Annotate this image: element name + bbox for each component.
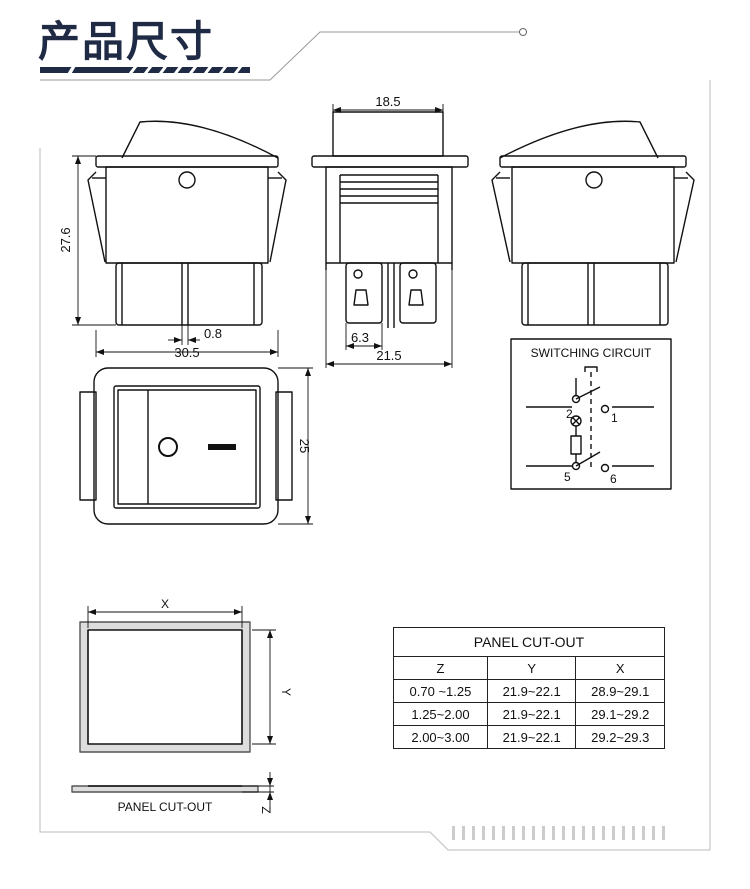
dim-body-width: 30.5: [174, 345, 199, 360]
front-face-view: [79, 367, 293, 525]
side-view-left: [87, 120, 287, 326]
header-decoration: [40, 28, 527, 81]
panel-cutout-table: PANEL CUT-OUT Z Y X 0.70 ~1.25 21.9~22.1…: [393, 627, 665, 749]
dimension-arrows: [75, 107, 452, 800]
table-cell: 0.70 ~1.25: [393, 679, 488, 703]
terminal-label: 5: [564, 470, 571, 484]
table-title: PANEL CUT-OUT: [393, 627, 665, 657]
table-cell: 2.00~3.00: [393, 725, 488, 749]
column-header: Y: [486, 656, 577, 680]
table-cell: 1.25~2.00: [393, 702, 488, 726]
off-symbol: [208, 444, 236, 450]
content-border: [39, 80, 711, 851]
cutout-caption: PANEL CUT-OUT: [118, 800, 213, 814]
table-cell: 29.2~29.3: [575, 725, 665, 749]
table-row: 2.00~3.00 21.9~22.1 29.2~29.3: [393, 725, 665, 749]
terminal-label: 1: [611, 411, 618, 425]
table-row: 0.70 ~1.25 21.9~22.1 28.9~29.1: [393, 679, 665, 703]
dim-front-height: 25: [297, 439, 312, 453]
table-row: 1.25~2.00 21.9~22.1 29.1~29.2: [393, 702, 665, 726]
table-cell: 28.9~29.1: [575, 679, 665, 703]
side-view-terminals: [311, 111, 469, 328]
circuit-title: SWITCHING CIRCUIT: [531, 346, 652, 360]
switching-circuit: [510, 338, 672, 490]
side-view-right: [491, 120, 695, 326]
table-cell: 21.9~22.1: [486, 702, 577, 726]
dim-depth: 21.5: [376, 348, 401, 363]
panel-cutout-drawing: [71, 606, 276, 812]
dim-pin-pitch: 6.3: [351, 330, 369, 345]
footer-decoration: [452, 826, 665, 840]
cutout-x-label: X: [161, 597, 169, 611]
terminal-label: 2: [566, 407, 573, 421]
column-header: X: [575, 656, 665, 680]
dim-top-width: 18.5: [375, 94, 400, 109]
terminal-label: 6: [610, 472, 617, 486]
table-cell: 21.9~22.1: [486, 679, 577, 703]
page-title: 产品尺寸: [38, 17, 215, 66]
cutout-z-label: Z: [259, 806, 273, 813]
dimension-lines: [72, 104, 453, 525]
dim-height: 27.6: [58, 227, 73, 252]
table-cell: 21.9~22.1: [486, 725, 577, 749]
cutout-y-label: Y: [279, 688, 293, 696]
column-header: Z: [393, 656, 488, 680]
table-cell: 29.1~29.2: [575, 702, 665, 726]
dim-pin-width: 0.8: [204, 326, 222, 341]
